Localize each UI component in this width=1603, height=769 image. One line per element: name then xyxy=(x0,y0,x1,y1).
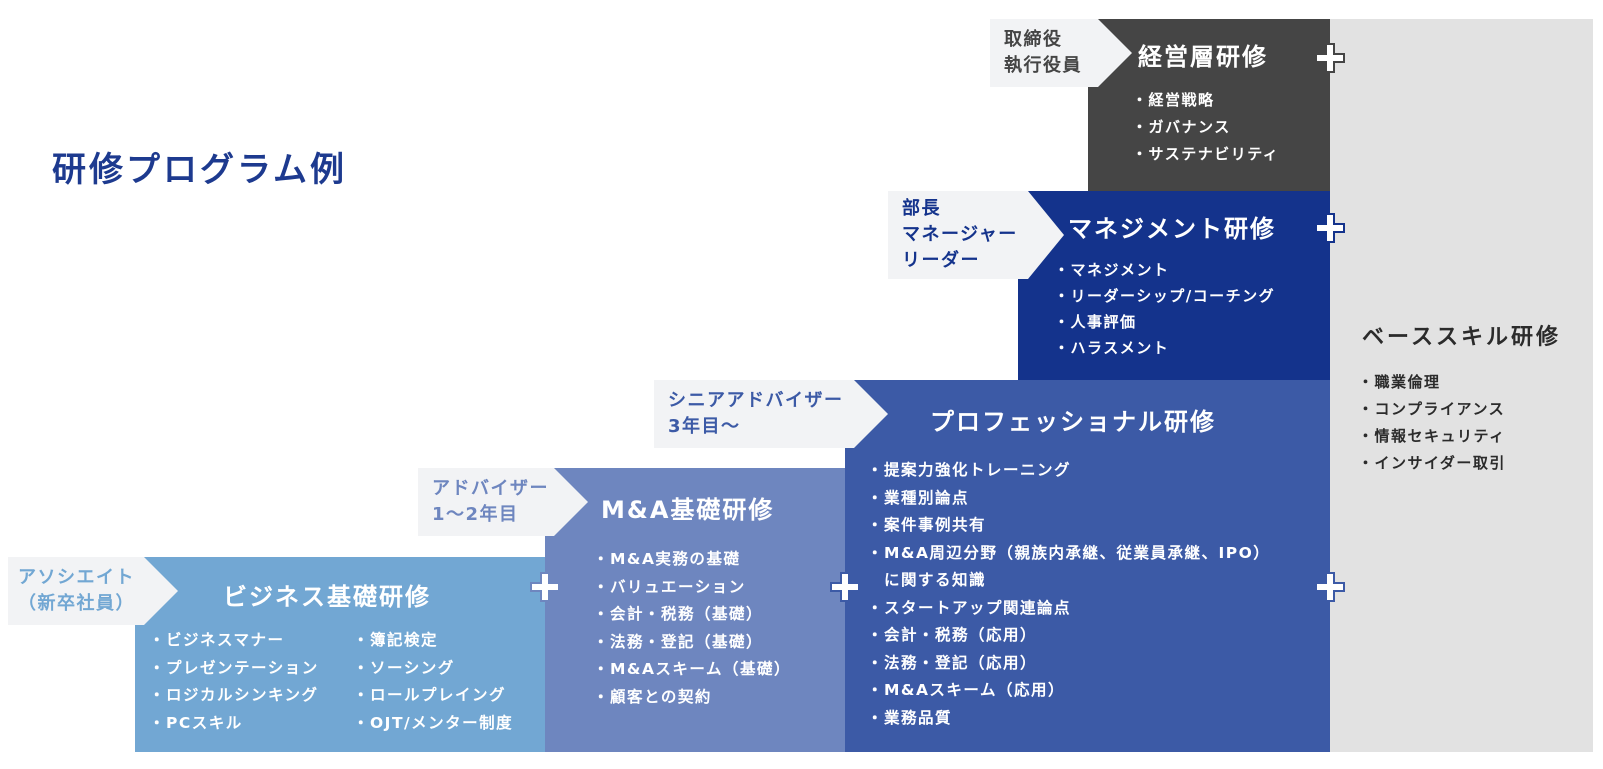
management-training-block: マネジメント研修 ・マネジメント ・リーダーシップ/コーチング ・人事評価 ・ハ… xyxy=(1018,191,1330,380)
list-item: ・ロールプレイング xyxy=(353,686,507,704)
role-tag-line: マネージャー xyxy=(902,224,1018,245)
role-tag-manager: 部長 マネージャー リーダー xyxy=(888,191,1064,279)
list-item: ・業種別論点 xyxy=(867,488,970,507)
list-item: ・M&A実務の基礎 xyxy=(593,550,741,568)
role-tag-senior: シニアアドバイザー 3年目〜 xyxy=(654,380,888,448)
plus-icon xyxy=(830,572,860,602)
role-tag-line: アソシエイト xyxy=(18,567,135,588)
list-item: ・ガバナンス xyxy=(1132,118,1231,136)
business-basic-training-title: ビジネス基礎研修 xyxy=(223,583,431,611)
plus-icon xyxy=(1315,572,1345,602)
role-tag-line: 部長 xyxy=(902,198,941,219)
list-item: ・マネジメント xyxy=(1054,261,1170,279)
management-training-list: ・マネジメント ・リーダーシップ/コーチング ・人事評価 ・ハラスメント xyxy=(1054,257,1275,361)
arrow-shape xyxy=(1028,191,1064,279)
list-item: ・職業倫理 xyxy=(1358,373,1441,391)
management-training-title: マネジメント研修 xyxy=(1068,215,1276,243)
list-item: ・M&A周辺分野（親族内承継、従業員承継、IPO） xyxy=(867,543,1271,562)
list-item: ・スタートアップ関連論点 xyxy=(867,598,1072,617)
list-item: ・業務品質 xyxy=(867,708,953,727)
list-item: ・人事評価 xyxy=(1054,313,1137,331)
list-item: ・ビジネスマナー xyxy=(149,631,285,649)
role-tag-line: 3年目〜 xyxy=(668,416,741,437)
list-item: ・プレゼンテーション xyxy=(149,658,319,677)
professional-training-list: ・提案力強化トレーニング ・業種別論点 ・案件事例共有 ・M&A周辺分野（親族内… xyxy=(867,457,1270,732)
executive-training-list: ・経営戦略 ・ガバナンス ・サステナビリティ xyxy=(1132,87,1279,168)
business-basic-list-right: ・簿記検定 ・ソーシング ・ロールプレイング ・OJT/メンター制度 xyxy=(353,627,513,737)
list-item: ・法務・登記（応用） xyxy=(867,653,1038,672)
list-item: ・M&Aスキーム（応用） xyxy=(867,681,1065,699)
role-tag-line: （新卒社員） xyxy=(18,593,135,614)
executive-training-title: 経営層研修 xyxy=(1138,43,1268,71)
role-tag-executive: 取締役 執行役員 xyxy=(990,19,1132,87)
professional-training-title: プロフェッショナル研修 xyxy=(930,408,1216,436)
list-item: ・法務・登記（基礎） xyxy=(593,632,764,651)
list-item: ・ソーシング xyxy=(353,658,455,677)
plus-icon xyxy=(1315,213,1345,243)
role-tag-advisor: アドバイザー 1〜2年目 xyxy=(418,468,588,536)
base-skill-block: ベーススキル研修 ・職業倫理 ・コンプライアンス ・情報セキュリティ ・インサイ… xyxy=(1330,19,1593,752)
business-basic-training-block: ビジネス基礎研修 ・ビジネスマナー ・プレゼンテーション ・ロジカルシンキング … xyxy=(135,557,545,752)
ma-basic-training-list: ・M&A実務の基礎 ・バリュエーション ・会計・税務（基礎） ・法務・登記（基礎… xyxy=(593,546,791,711)
list-item: ・ロジカルシンキング xyxy=(149,686,319,704)
arrow-shape xyxy=(554,468,588,536)
role-tag-line: 執行役員 xyxy=(1004,55,1082,76)
list-item: ・OJT/メンター制度 xyxy=(353,713,514,732)
business-basic-list-left: ・ビジネスマナー ・プレゼンテーション ・ロジカルシンキング ・PCスキル xyxy=(149,627,319,737)
role-tag-line: シニアアドバイザー xyxy=(668,390,844,411)
list-item: ・ハラスメント xyxy=(1054,339,1170,357)
list-item: に関する知識 xyxy=(867,571,987,589)
list-item: ・顧客との契約 xyxy=(593,687,712,706)
list-item: ・案件事例共有 xyxy=(867,516,987,534)
plus-icon xyxy=(530,572,560,602)
list-item: ・インサイダー取引 xyxy=(1358,454,1506,472)
list-item: ・M&Aスキーム（基礎） xyxy=(593,660,791,678)
professional-training-block: プロフェッショナル研修 ・提案力強化トレーニング ・業種別論点 ・案件事例共有 … xyxy=(845,380,1330,752)
list-item: ・コンプライアンス xyxy=(1358,400,1506,418)
list-item: ・PCスキル xyxy=(149,713,243,732)
list-item: ・リーダーシップ/コーチング xyxy=(1054,287,1276,305)
arrow-shape xyxy=(1098,19,1132,87)
arrow-shape xyxy=(854,380,888,448)
ma-basic-training-title: M&A基礎研修 xyxy=(601,496,775,524)
list-item: ・会計・税務（基礎） xyxy=(593,605,764,623)
list-item: ・情報セキュリティ xyxy=(1358,427,1506,445)
role-tag-line: リーダー xyxy=(902,250,980,271)
ma-basic-training-block: M&A基礎研修 ・M&A実務の基礎 ・バリュエーション ・会計・税務（基礎） ・… xyxy=(545,468,845,752)
list-item: ・サステナビリティ xyxy=(1132,145,1280,163)
list-item: ・提案力強化トレーニング xyxy=(867,461,1072,479)
role-tag-line: アドバイザー xyxy=(432,478,549,499)
list-item: ・バリュエーション xyxy=(593,577,746,596)
list-item: ・会計・税務（応用） xyxy=(867,626,1038,644)
base-skill-list: ・職業倫理 ・コンプライアンス ・情報セキュリティ ・インサイダー取引 xyxy=(1358,369,1506,477)
role-tag-line: 取締役 xyxy=(1004,29,1063,50)
list-item: ・経営戦略 xyxy=(1132,91,1215,109)
plus-icon xyxy=(1315,43,1345,73)
base-skill-title: ベーススキル研修 xyxy=(1362,325,1561,350)
role-tag-associate: アソシエイト （新卒社員） xyxy=(8,557,178,625)
page-title: 研修プログラム例 xyxy=(52,150,347,190)
role-tag-line: 1〜2年目 xyxy=(432,504,519,525)
arrow-shape xyxy=(144,557,178,625)
list-item: ・簿記検定 xyxy=(353,631,439,649)
